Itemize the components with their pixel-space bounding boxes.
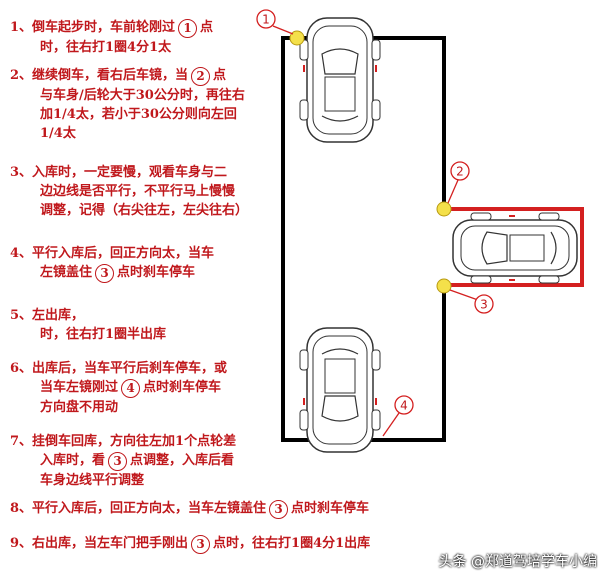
point-marker-label: 3 [95, 264, 115, 283]
step-text: 调整，记得（右尖往左，左尖往右） [40, 203, 249, 218]
marker-point-3 [436, 278, 452, 294]
marker-point-1 [289, 30, 305, 46]
step-text: 入库时，看 [40, 453, 106, 468]
svg-text:1: 1 [262, 13, 270, 27]
step-text: 点时刹车停车 [143, 380, 222, 395]
step-text: 边边线是否平行，不平行马上慢慢 [40, 184, 236, 199]
step-text: 点调整，入库后看 [130, 453, 235, 468]
step-line: 方向盘不用动 [10, 398, 227, 417]
garage-outline-lower [281, 36, 446, 442]
step-text: 车身边线平行调整 [40, 473, 145, 488]
point-marker-label: 3 [269, 500, 289, 519]
step-text: 9、右出库，当左车门把手刚出 [10, 536, 189, 551]
side-bay-outline [444, 207, 584, 287]
step-text: 6、出库后，当车平行后刹车停车，或 [10, 361, 228, 376]
step-line: 加1/4太，若小于30公分则向左回 [10, 105, 245, 124]
step-line: 时，往右打1圈半出库 [10, 325, 166, 344]
step-text: 左镜盖住 [40, 265, 93, 280]
step-text: 4、平行入库后，回正方向太，当车 [10, 246, 215, 261]
step-text: 2、继续倒车，看右后车镜，当 [10, 68, 189, 83]
step-text: 方向盘不用动 [40, 400, 119, 415]
step-text: 点时刹车停车 [291, 501, 370, 516]
callout-point-1: 1 [256, 9, 276, 29]
svg-text:3: 3 [480, 298, 488, 312]
step-line: 4、平行入库后，回正方向太，当车 [10, 244, 214, 263]
point-marker-label: 3 [191, 535, 211, 554]
step-line: 6、出库后，当车平行后刹车停车，或 [10, 359, 227, 378]
car-bottom [299, 327, 381, 453]
point-marker-label: 3 [108, 452, 128, 471]
step-line: 3、入库时，一定要慢，观看车身与二 [10, 163, 248, 182]
watermark: 头条 @郑道驾培学车小编 [438, 554, 597, 570]
callout-point-2: 2 [450, 161, 470, 181]
step-text: 点 [200, 20, 214, 35]
step-line: 车身边线平行调整 [10, 471, 236, 490]
step-text: 8、平行入库后，回正方向太，当车左镜盖住 [10, 501, 267, 516]
step-line: 1/4太 [10, 124, 245, 143]
callout-point-3: 3 [474, 294, 494, 314]
svg-text:2: 2 [456, 165, 464, 179]
step-text: 点时刹车停车 [117, 265, 196, 280]
marker-point-2 [436, 201, 452, 217]
step-line: 与车身/后轮大于30公分时，再往右 [10, 86, 245, 105]
step-line: 边边线是否平行，不平行马上慢慢 [10, 182, 248, 201]
step-text: 1、倒车起步时，车前轮刚过 [10, 20, 176, 35]
step-text: 时，往右打1圈半出库 [40, 327, 167, 342]
car-top [299, 17, 381, 143]
step-text: 时，往右打1圈4分1太 [40, 40, 172, 55]
step-text: 与车身/后轮大于30公分时，再往右 [40, 88, 245, 103]
step-line: 7、挂倒车回库，方向往左加1个点轮差 [10, 432, 236, 451]
step-text: 加1/4太，若小于30公分则向左回 [40, 107, 237, 122]
step-3: 3、入库时，一定要慢，观看车身与二边边线是否平行，不平行马上慢慢调整，记得（右尖… [10, 163, 248, 220]
point-marker-label: 2 [191, 67, 211, 86]
point-marker-label: 4 [121, 379, 141, 398]
car-side [452, 212, 578, 284]
point-marker-label: 1 [178, 19, 198, 38]
step-text: 当车左镜刚过 [40, 380, 119, 395]
svg-text:4: 4 [400, 399, 408, 413]
step-line: 5、左出库， [10, 306, 166, 325]
step-text: 点 [213, 68, 227, 83]
step-text: 点时，往右打1圈4分1出库 [213, 536, 371, 551]
step-line: 调整，记得（右尖往左，左尖往右） [10, 201, 248, 220]
callout-point-4: 4 [394, 395, 414, 415]
step-text: 1/4太 [40, 126, 76, 141]
step-text: 7、挂倒车回库，方向往左加1个点轮差 [10, 434, 237, 449]
step-5: 5、左出库， 时，往右打1圈半出库 [10, 306, 166, 344]
step-line: 时，往右打1圈4分1太 [10, 38, 213, 57]
step-text: 3、入库时，一定要慢，观看车身与二 [10, 165, 228, 180]
step-text: 5、左出库， [10, 308, 85, 323]
